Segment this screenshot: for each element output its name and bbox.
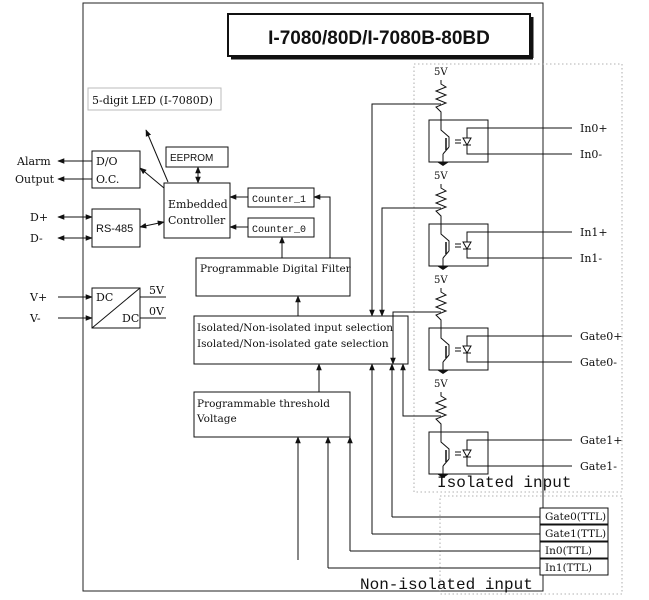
isolated-channel: 5V Gate0+ Gate0-: [390, 275, 623, 374]
isolated-feed-line: [369, 103, 441, 317]
ground-symbol: [437, 266, 449, 270]
channel-plus-label: Gate0+: [580, 330, 623, 343]
optocoupler: [428, 431, 489, 475]
channel-minus-label: Gate0-: [580, 356, 617, 369]
threshold-line1: Programmable threshold: [197, 398, 330, 410]
digital-filter-label: Programmable Digital Filter: [200, 263, 352, 275]
selection-block: [193, 315, 409, 365]
threshold-block: [193, 391, 351, 438]
channel-minus-label: In1-: [580, 252, 602, 265]
selection-line2: Isolated/Non-isolated gate selection: [197, 338, 389, 350]
ttl-input-box: [539, 558, 609, 576]
isolated-zone-frame: [413, 63, 623, 493]
oc-label: O.C.: [96, 173, 119, 186]
led-label: 5-digit LED (I-7080D): [92, 94, 213, 107]
supply-5v-label: 5V: [434, 379, 448, 390]
isolated-feed-line: [390, 311, 441, 365]
ttl-input-label: In0(TTL): [545, 545, 592, 557]
rs485-block: [91, 208, 141, 248]
resistor-symbol: [434, 392, 448, 434]
selection-line1: Isolated/Non-isolated input selection: [197, 322, 393, 334]
isolated-channels: 5V In0+ In0- 5V In1+ In1- 5V Gate0+ Gate0- 5V Gate…: [369, 67, 623, 478]
led-box: [87, 87, 222, 111]
ground-symbol: [437, 474, 449, 478]
v-plus-label: V+: [29, 291, 47, 304]
ttl-input-box: [539, 524, 609, 542]
isolated-channel: 5V In0+ In0-: [369, 67, 608, 317]
isolated-channel: 5V In1+ In1-: [379, 171, 608, 317]
channel-plus-label: Gate1+: [580, 434, 623, 447]
dc-out-label: DC: [122, 312, 139, 325]
rs485-label: RS-485: [96, 223, 133, 235]
counter0-label: Counter_0: [252, 225, 306, 236]
title-box: [227, 13, 531, 57]
digital-filter-block: [195, 257, 351, 297]
isolated-channel: 5V Gate1+ Gate1-: [400, 363, 623, 478]
resistor-symbol: [434, 288, 448, 330]
ttl-input-label: In1(TTL): [545, 562, 592, 574]
do-label: D/O: [96, 155, 118, 168]
optocoupler: [428, 327, 489, 371]
v-minus-label: V-: [29, 312, 41, 325]
embedded-label: Embedded: [168, 198, 228, 211]
isolated-feed-line: [400, 363, 441, 417]
supply-5v-label: 5V: [434, 67, 448, 78]
isolated-input-label: Isolated input: [437, 474, 571, 492]
optocoupler: [428, 119, 489, 163]
ttl-inputs: Gate0(TTL) Gate1(TTL) In0(TTL) In1(TTL): [295, 363, 609, 576]
resistor-symbol: [434, 184, 448, 226]
controller-label: Controller: [168, 214, 226, 227]
channel-plus-label: In1+: [580, 226, 608, 239]
ttl-input-label: Gate1(TTL): [545, 528, 606, 540]
d-plus-label: D+: [30, 211, 48, 224]
non-isolated-input-label: Non-isolated input: [360, 576, 533, 594]
channel-minus-label: In0-: [580, 148, 602, 161]
ttl-input-box: [539, 541, 609, 559]
supply-5v-label: 5V: [434, 171, 448, 182]
threshold-line2: Voltage: [196, 413, 237, 425]
resistor-symbol: [434, 80, 448, 122]
out-0v-label: 0V: [149, 305, 165, 318]
ground-symbol: [437, 370, 449, 374]
do-oc-block: [91, 150, 141, 189]
output-label: Output: [15, 173, 55, 186]
channel-minus-label: Gate1-: [580, 460, 617, 473]
alarm-label: Alarm: [16, 155, 51, 168]
d-minus-label: D-: [30, 232, 43, 245]
out-5v-label: 5V: [149, 284, 165, 297]
dc-in-label: DC: [96, 291, 113, 304]
counter1-label: Counter_1: [252, 195, 306, 206]
channel-plus-label: In0+: [580, 122, 608, 135]
isolated-feed-line: [379, 207, 441, 317]
embedded-controller-block: [163, 182, 231, 239]
eeprom-label: EEPROM: [170, 153, 213, 164]
ttl-input-label: Gate0(TTL): [545, 511, 606, 523]
supply-5v-label: 5V: [434, 275, 448, 286]
title-text: I-7080/80D/I-7080B-80BD: [268, 28, 490, 49]
ground-symbol: [437, 162, 449, 166]
optocoupler: [428, 223, 489, 267]
ttl-input-box: [539, 507, 609, 525]
